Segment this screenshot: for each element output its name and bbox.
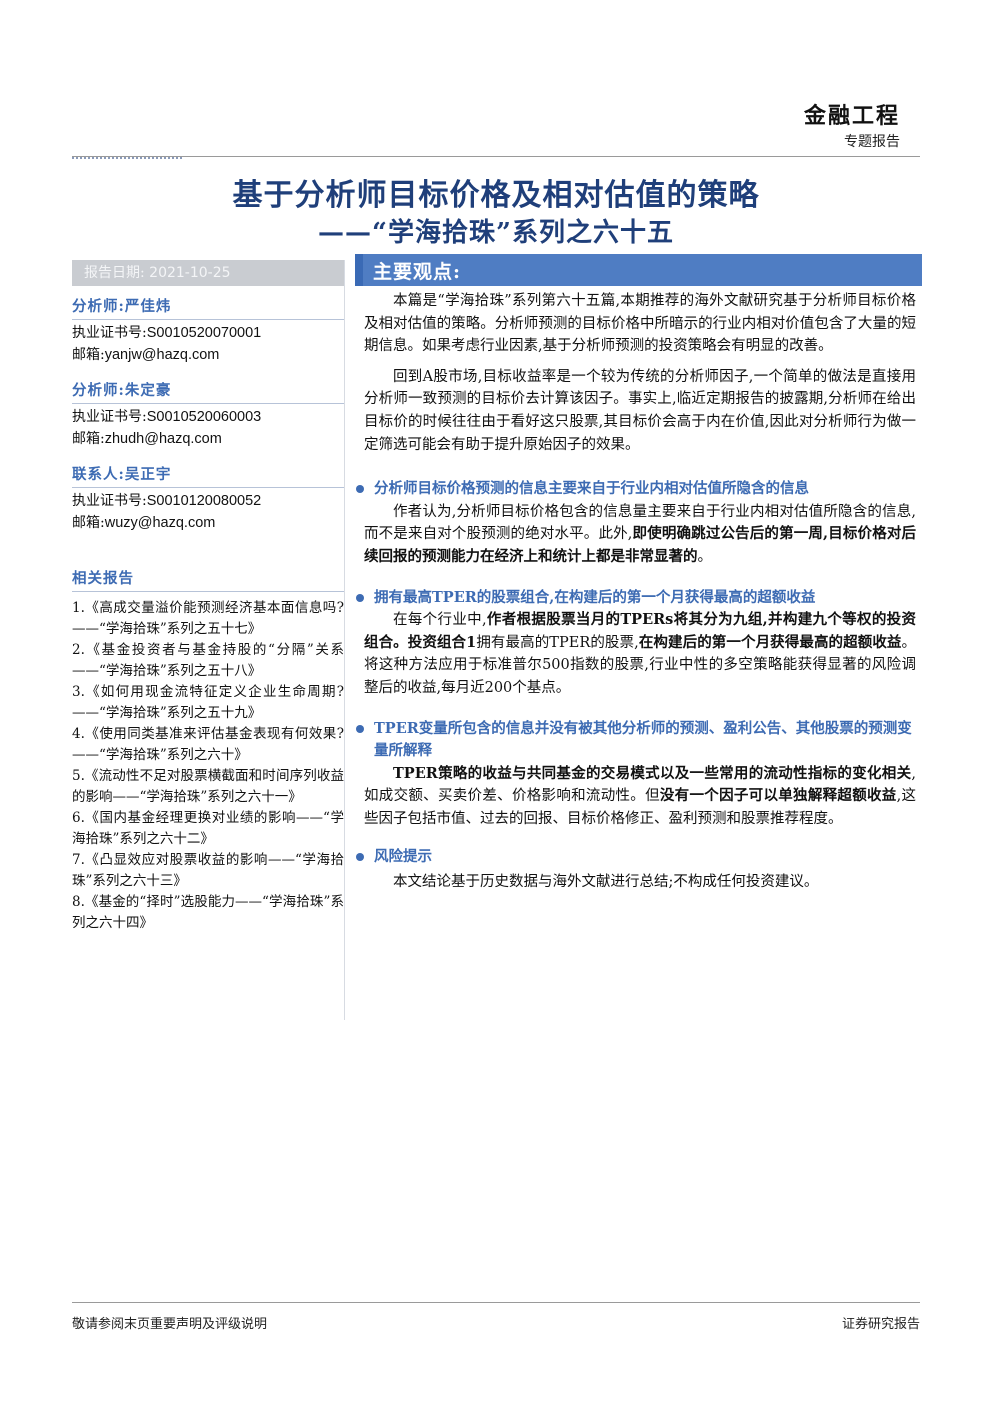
analyst-name: 分析师:朱定豪 — [72, 380, 344, 404]
key-point-title: 分析师目标价格预测的信息主要来自于行业内相对估值所隐含的信息 — [374, 480, 809, 498]
email-link[interactable]: yanjw@hazq.com — [104, 347, 220, 363]
cert-label: 执业证书号: — [72, 493, 147, 509]
related-report-link[interactable]: 7.《凸显效应对股票收益的影响——“学海拾珠”系列之六十三》 — [72, 852, 344, 889]
related-report-link[interactable]: 5.《流动性不足对股票横截面和时间序列收益的影响——“学海拾珠”系列之六十一》 — [72, 768, 344, 805]
email-link[interactable]: wuzy@hazq.com — [104, 515, 216, 531]
cert-label: 执业证书号: — [72, 325, 147, 341]
related-reports-heading: 相关报告 — [72, 568, 344, 592]
brand-title: 金融工程 — [803, 103, 900, 129]
report-date-bar: 报告日期: 2021-10-25 — [72, 260, 344, 286]
column-divider — [344, 260, 345, 1020]
bullet-icon — [356, 593, 364, 602]
analyst-block: 分析师:朱定豪 执业证书号:S0010520060003 邮箱:zhudh@ha… — [72, 380, 344, 450]
main-points-heading: 主要观点: — [373, 261, 462, 283]
key-point-title: 拥有最高TPER的股票组合,在构建后的第一个月获得最高的超额收益 — [374, 588, 816, 606]
body-text: 。将这种方法应用于标准普尔500指数的股票,行业中性的多空策略能获得显著的风险调… — [364, 634, 917, 696]
body-text: ,这些因子包括市值、过去的回报、目标价格修正、盈利预测和股票推荐程度。 — [364, 788, 917, 827]
decorative-marks — [72, 157, 182, 163]
email-label: 邮箱: — [72, 431, 105, 447]
email-link[interactable]: zhudh@hazq.com — [104, 431, 222, 447]
report-subtitle: ——“学海拾珠”系列之六十五 — [318, 218, 674, 248]
bullet-icon — [356, 853, 364, 862]
body-text: 。 — [697, 548, 713, 565]
emphasis-text: 在构建后的第一个月获得最高的超额收益 — [638, 633, 902, 651]
analyst-email: 邮箱:zhudh@hazq.com — [72, 428, 344, 450]
key-point-heading: 分析师目标价格预测的信息主要来自于行业内相对估值所隐含的信息 — [356, 478, 916, 501]
main-points-bar: 主要观点: — [355, 254, 922, 286]
related-report-link[interactable]: 3.《如何用现金流特征定义企业生命周期?——“学海拾珠”系列之五十九》 — [72, 684, 344, 721]
related-report-link[interactable]: 8.《基金的“择时”选股能力——“学海拾珠”系列之六十四》 — [72, 894, 344, 931]
key-point-body: 在每个行业中,作者根据股票当月的TPERs将其分为九组,并构建九个等权的投资组合… — [364, 609, 916, 699]
emphasis-text: 作者根据股票当月的TPERs将其分为九组,并构建九个等权的投资组合。投资组合1 — [364, 611, 916, 651]
intro-paragraph: 回到A股市场,目标收益率是一个较为传统的分析师因子,一个简单的做法是直接用分析师… — [364, 368, 916, 453]
report-date-value: 2021-10-25 — [149, 265, 231, 281]
analyst-cert: 执业证书号:S0010520070001 — [72, 322, 344, 344]
emphasis-text: TPER策略的收益与共同基金的交易模式以及一些常用的流动性指标的变化相关 — [393, 764, 912, 782]
related-reports: 相关报告 1.《高成交量溢价能预测经济基本面信息吗?——“学海拾珠”系列之五十七… — [72, 568, 344, 934]
footer-divider — [72, 1302, 920, 1303]
email-label: 邮箱: — [72, 515, 105, 531]
report-date-label: 报告日期: — [84, 265, 145, 281]
main-content: 本篇是“学海拾珠”系列第六十五篇,本期推荐的海外文献研究基于分析师目标价格及相对… — [356, 290, 916, 894]
footer-disclaimer: 敬请参阅末页重要声明及评级说明 — [72, 1317, 268, 1332]
sidebar: 分析师:严佳炜 执业证书号:S0010520070001 邮箱:yanjw@ha… — [72, 296, 344, 934]
footer-label: 证券研究报告 — [841, 1317, 920, 1332]
intro-paragraph: 本篇是“学海拾珠”系列第六十五篇,本期推荐的海外文献研究基于分析师目标价格及相对… — [364, 293, 916, 355]
cert-number: S0010520060003 — [146, 409, 262, 425]
bullet-icon — [356, 485, 364, 494]
analyst-cert: 执业证书号:S0010520060003 — [72, 406, 344, 428]
analyst-block: 分析师:严佳炜 执业证书号:S0010520070001 邮箱:yanjw@ha… — [72, 296, 344, 366]
analyst-name: 分析师:严佳炜 — [72, 296, 344, 320]
related-report-link[interactable]: 1.《高成交量溢价能预测经济基本面信息吗?——“学海拾珠”系列之五十七》 — [72, 600, 344, 637]
body-text: 拥有最高的TPER的股票, — [476, 634, 639, 651]
header-divider — [72, 156, 920, 157]
emphasis-text: 没有一个因子可以单独解释超额收益 — [659, 787, 897, 805]
report-title: 基于分析师目标价格及相对估值的策略 — [232, 178, 760, 213]
key-point-heading: TPER变量所包含的信息并没有被其他分析师的预测、盈利公告、其他股票的预测变量所… — [356, 718, 916, 763]
key-point-body: 作者认为,分析师目标价格包含的信息量主要来自于行业内相对估值所隐含的信息,而不是… — [364, 501, 916, 569]
key-point-heading: 拥有最高TPER的股票组合,在构建后的第一个月获得最高的超额收益 — [356, 587, 916, 610]
analyst-email: 邮箱:yanjw@hazq.com — [72, 344, 344, 366]
key-point-body: TPER策略的收益与共同基金的交易模式以及一些常用的流动性指标的变化相关,如成交… — [364, 763, 916, 831]
cert-number: S0010520070001 — [146, 325, 262, 341]
body-text: ,如成交额、买卖价差、价格影响和流动性。但 — [364, 765, 916, 805]
related-report-link[interactable]: 2.《基金投资者与基金持股的“分隔”关系——“学海拾珠”系列之五十八》 — [72, 642, 344, 679]
related-report-link[interactable]: 4.《使用同类基准来评估基金表现有何效果?——“学海拾珠”系列之六十》 — [72, 726, 344, 763]
cert-label: 执业证书号: — [72, 409, 147, 425]
bullet-icon — [356, 724, 364, 733]
contact-email: 邮箱:wuzy@hazq.com — [72, 512, 344, 534]
risk-note: 本文结论基于历史数据与海外文献进行总结;不构成任何投资建议。 — [393, 874, 819, 891]
doc-type-label: 专题报告 — [844, 134, 900, 150]
body-text: 在每个行业中, — [393, 612, 487, 629]
key-point-title: TPER变量所包含的信息并没有被其他分析师的预测、盈利公告、其他股票的预测变量所… — [374, 719, 912, 760]
contact-cert: 执业证书号:S0010120080052 — [72, 490, 344, 512]
cert-number: S0010120080052 — [146, 493, 262, 509]
contact-name: 联系人:吴正宇 — [72, 464, 344, 488]
related-report-link[interactable]: 6.《国内基金经理更换对业绩的影响——“学海拾珠”系列之六十二》 — [72, 810, 344, 847]
email-label: 邮箱: — [72, 347, 105, 363]
contact-block: 联系人:吴正宇 执业证书号:S0010120080052 邮箱:wuzy@haz… — [72, 464, 344, 534]
emphasis-text: 即使明确跳过公告后的第一周,目标价格对后续回报的预测能力在经济上和统计上都是非常… — [364, 525, 917, 565]
key-point-title: 风险提示 — [374, 848, 432, 866]
main-points-bar-accent — [355, 254, 363, 286]
body-text: 作者认为,分析师目标价格包含的信息量主要来自于行业内相对估值所隐含的信息,而不是… — [364, 503, 916, 543]
key-point-heading: 风险提示 — [356, 846, 916, 869]
